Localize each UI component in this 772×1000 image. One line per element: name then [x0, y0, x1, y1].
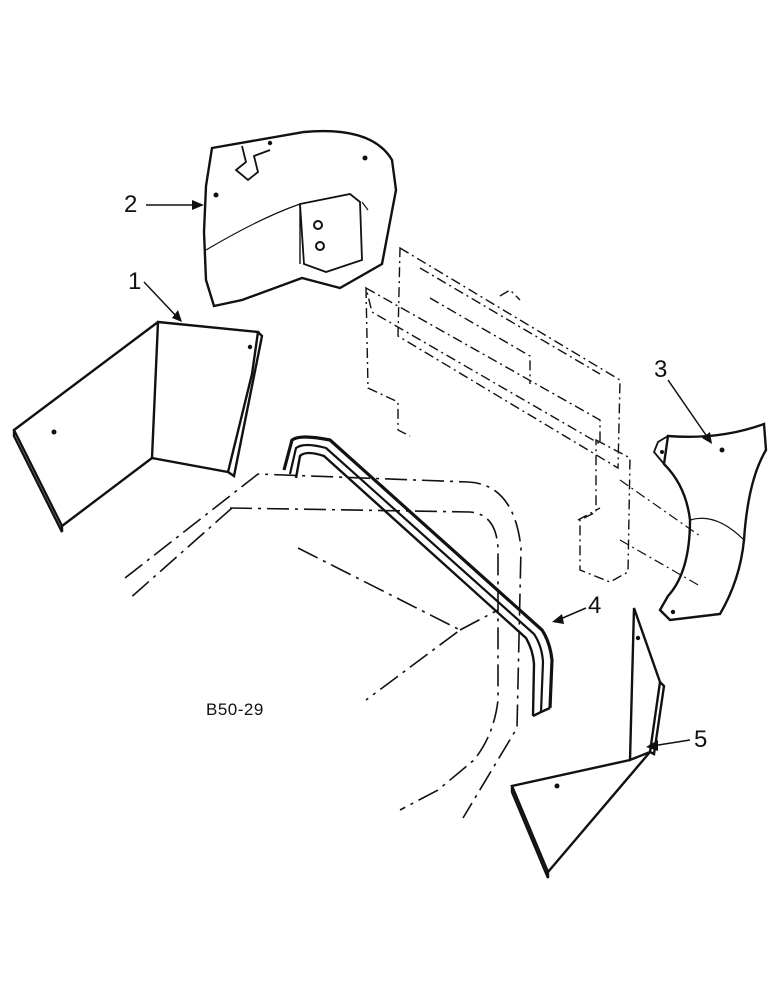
leader-arrowheads — [172, 200, 712, 751]
callout-3: 3 — [654, 356, 668, 383]
radiator-frame-phantom — [364, 246, 631, 583]
leader-lines — [143, 204, 709, 747]
callout-1: 1 — [128, 268, 142, 295]
drawing-code: B50-29 — [206, 700, 264, 719]
right-upper-shield — [652, 422, 768, 622]
right-shield-phantom — [619, 479, 701, 587]
left-upper-shield — [202, 129, 398, 308]
left-upper-shield-holes — [213, 140, 368, 251]
callout-4: 4 — [588, 592, 602, 619]
leader-line-3 — [667, 379, 709, 439]
callout-5: 5 — [694, 726, 708, 753]
leader-line-5 — [651, 739, 691, 747]
right-side-shield — [510, 607, 666, 879]
callout-2: 2 — [124, 191, 138, 218]
left-side-shield — [12, 320, 264, 533]
left-side-shield-holes — [51, 344, 253, 435]
right-upper-shield-holes — [660, 447, 725, 615]
seal-strip — [282, 435, 554, 718]
right-side-shield-holes — [554, 635, 641, 789]
hood-phantom-outline — [124, 473, 522, 819]
leader-line-1 — [143, 281, 179, 319]
